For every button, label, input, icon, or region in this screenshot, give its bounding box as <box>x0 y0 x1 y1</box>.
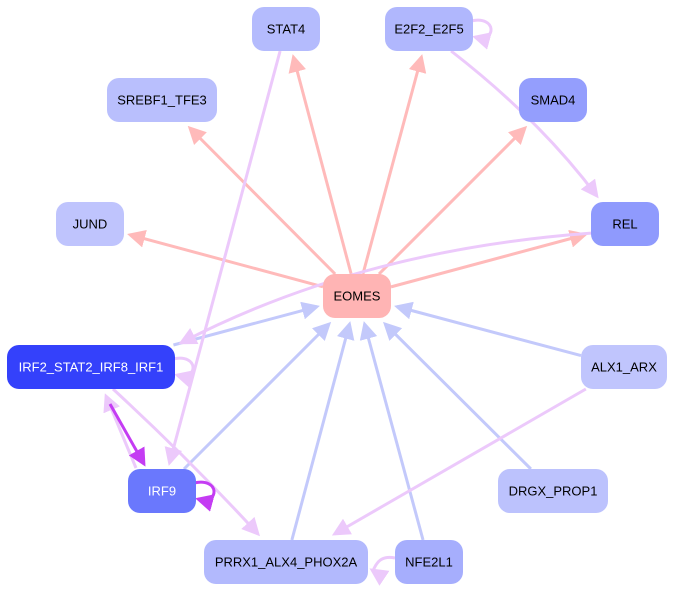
node-box[interactable] <box>204 540 368 584</box>
node-label: EOMES <box>334 289 381 304</box>
edge-drgx_prop1-to-eomes <box>383 321 532 471</box>
node-alx1_arx[interactable]: ALX1_ARX <box>581 345 667 389</box>
node-eomes[interactable]: EOMES <box>323 274 391 318</box>
node-drgx_prop1[interactable]: DRGX_PROP1 <box>498 469 608 513</box>
edge-irf9-to-irf9 <box>193 480 216 512</box>
node-box[interactable] <box>395 540 463 584</box>
edge-irf2_stat2_irf8_irf1-to-irf2_stat2_irf8_irf1 <box>172 356 195 388</box>
node-label: PRRX1_ALX4_PHOX2A <box>215 555 358 570</box>
node-jund[interactable]: JUND <box>56 202 124 246</box>
node-label: JUND <box>73 217 108 232</box>
edge-prrx1_alx4_phox2a-to-eomes <box>290 321 355 541</box>
edge-alx1_arx-to-eomes <box>394 301 582 358</box>
edge-irf9-to-eomes <box>182 321 332 471</box>
node-label: STAT4 <box>267 22 306 37</box>
node-prrx1_alx4_phox2a[interactable]: PRRX1_ALX4_PHOX2A <box>204 540 368 584</box>
node-label: SMAD4 <box>531 93 576 108</box>
edge-e2f2_e2f5-to-rel <box>450 49 599 199</box>
edge-rel-to-irf2_stat2_irf8_irf1 <box>178 231 592 345</box>
node-label: IRF2_STAT2_IRF8_IRF1 <box>19 360 164 375</box>
node-box[interactable] <box>252 7 320 51</box>
node-rel[interactable]: REL <box>591 202 659 246</box>
node-smad4[interactable]: SMAD4 <box>519 78 587 122</box>
node-box[interactable] <box>56 202 124 246</box>
edge-eomes-to-rel <box>390 229 588 289</box>
node-box[interactable] <box>498 469 608 513</box>
node-box[interactable] <box>107 78 217 122</box>
edge-eomes-to-e2f2_e2f5 <box>361 54 427 275</box>
node-box[interactable] <box>385 7 473 51</box>
edge-eomes-to-smad4 <box>377 125 528 276</box>
node-label: NFE2L1 <box>405 555 453 570</box>
edge-alx1_arx-to-prrx1_alx4_phox2a <box>331 387 587 536</box>
edge-stat4-to-irf9 <box>164 50 282 466</box>
node-box[interactable] <box>581 345 667 389</box>
edge-e2f2_e2f5-to-e2f2_e2f5 <box>470 18 493 50</box>
edge-nfe2l1-to-eomes <box>359 321 425 541</box>
node-box[interactable] <box>591 202 659 246</box>
edge-eomes-to-srebf1_tfe3 <box>187 125 337 276</box>
node-stat4[interactable]: STAT4 <box>252 7 320 51</box>
node-box[interactable] <box>7 345 175 389</box>
node-srebf1_tfe3[interactable]: SREBF1_TFE3 <box>107 78 217 122</box>
node-box[interactable] <box>128 469 196 513</box>
edge-nfe2l1-to-prrx1_alx4_phox2a <box>369 555 396 586</box>
node-e2f2_e2f5[interactable]: E2F2_E2F5 <box>385 7 473 51</box>
node-box[interactable] <box>323 274 391 318</box>
edge-irf2_stat2_irf8_irf1-to-irf9 <box>108 403 146 467</box>
node-nfe2l1[interactable]: NFE2L1 <box>395 540 463 584</box>
edge-eomes-to-jund <box>127 230 324 289</box>
edge-irf2_stat2_irf8_irf1-to-prrx1_alx4_phox2a <box>111 387 261 537</box>
node-label: REL <box>612 217 637 232</box>
node-label: E2F2_E2F5 <box>394 22 463 37</box>
node-label: SREBF1_TFE3 <box>117 93 207 108</box>
node-label: DRGX_PROP1 <box>509 484 598 499</box>
node-label: ALX1_ARX <box>591 360 657 375</box>
node-box[interactable] <box>519 78 587 122</box>
node-label: IRF9 <box>148 484 176 499</box>
node-irf2_stat2_irf8_irf1[interactable]: IRF2_STAT2_IRF8_IRF1 <box>7 345 175 389</box>
node-irf9[interactable]: IRF9 <box>128 469 196 513</box>
edge-eomes-to-stat4 <box>288 54 353 275</box>
